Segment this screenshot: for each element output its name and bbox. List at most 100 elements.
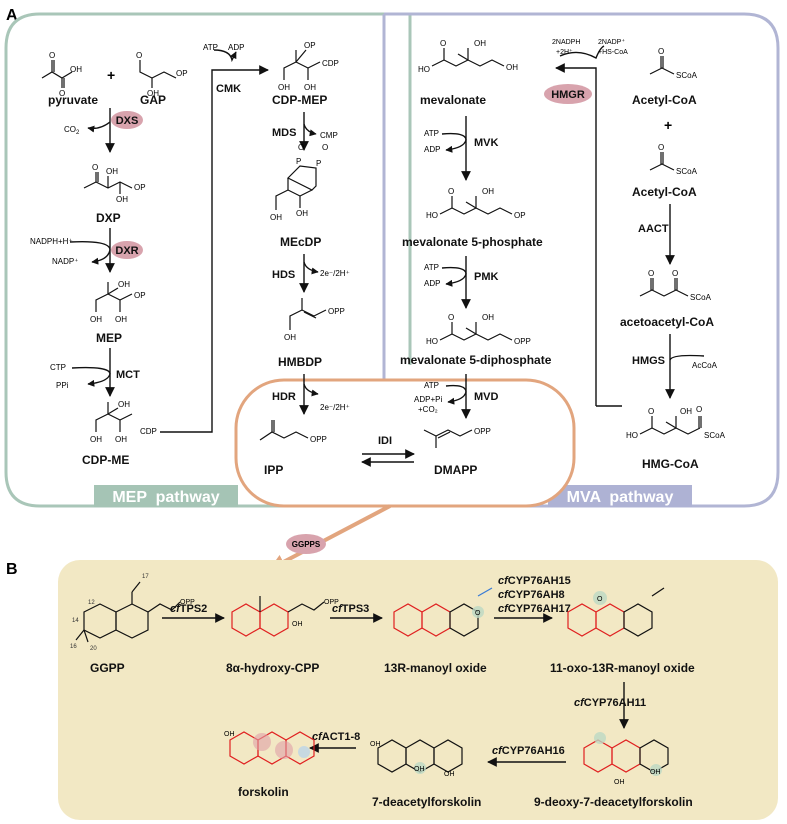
pmk-atp: ATP [424,263,439,272]
dxp-label: DXP [96,211,121,225]
acetoacetyl-structure [639,278,689,297]
deoxy-highlight-2 [650,764,662,776]
acetyl2-o: O [658,143,664,152]
mecdp-oh2: OH [296,209,308,218]
plus-sign: + [107,67,115,83]
cdp-me-label: CDP-ME [82,453,129,467]
mecdp-o1: O [298,143,304,152]
cmk-label: CMK [216,83,241,95]
cdpme-oh2: OH [90,435,102,444]
hmgr-hscoa: +HS-CoA [598,49,628,56]
acetyl1-scoa: SCoA [676,71,698,80]
dxr-oval [111,241,143,259]
mev5p-structure [439,196,513,215]
pmk-label: PMK [474,271,499,283]
idi-label: IDI [378,435,392,447]
mev5pp-opp: OPP [514,337,531,346]
gap-structure [139,60,177,88]
cdpme-oh3: OH [115,435,127,444]
deoxy-oh1: OH [650,769,661,776]
deoxy-label: 9-deoxy-7-deacetylforskolin [534,795,693,809]
dxp-oh2: OH [116,195,128,204]
mev5pp-ho: HO [426,337,438,346]
oxo-manoyl-structure [567,587,665,637]
mvd-label: MVD [474,391,499,403]
mep-label: MEP [96,331,122,345]
hmgcoa-ho: HO [626,431,638,440]
forskolin-oh: OH [224,731,235,738]
hmgcoa-o2: O [696,405,702,414]
mev5p-ho: HO [426,211,438,220]
acetyl1-o: O [658,47,664,56]
mep-oh3: OH [115,315,127,324]
ggpps-oval [286,534,326,554]
ipp-structure [259,420,309,441]
acetoacetyl-label: acetoacetyl-CoA [620,315,714,329]
acetyl-coa-1-structure [649,56,675,75]
ggpp-structure [75,581,181,643]
ppi-label: PPi [56,381,69,390]
ggpp-num-17: 17 [142,574,149,580]
dmapp-opp: OPP [474,427,491,436]
dxp-structure [83,172,133,194]
mev-oh1: OH [474,39,486,48]
mvk-atp: ATP [424,129,439,138]
hmg-coa-label: HMG-CoA [642,457,699,471]
oxo-highlight [593,591,607,605]
acetyl-coa-2-label: Acetyl-CoA [632,185,697,199]
mev-o: O [440,39,446,48]
hmgs-side-arrow [669,354,705,361]
acetyl2-scoa: SCoA [676,167,698,176]
mep-structure [95,282,133,312]
pyruvate-structure [41,60,73,88]
cdpmep-cdp: CDP [322,59,339,68]
hmgr-oval [544,84,592,104]
mct-label: MCT [116,369,140,381]
mev5p-op: OP [514,211,526,220]
mvd-side-arrow [445,384,467,405]
manoyl-highlight-o [472,606,484,618]
hds-e-label: 2e⁻/2H⁺ [320,269,350,278]
hmgr-nadph2: 2NADPH [552,39,580,46]
mevalonate-label: mevalonate [420,93,486,107]
ctp-label: CTP [50,363,66,372]
hmgr-nadph2-h: +2H⁺ [556,48,573,56]
acetoacetyl-o1: O [648,269,654,278]
hydroxy-cpp-structure [231,596,325,637]
hmbdp-structure [289,298,327,330]
accoa-label: AcCoA [692,361,718,370]
oxo-o: O [597,596,603,603]
mep-oh1: OH [118,280,130,289]
hmbdp-label: HMBDP [278,355,322,369]
cpp-label: 8α-hydroxy-CPP [226,661,319,675]
gap-oh: OH [147,89,159,98]
mecdp-p1: P [296,157,301,166]
hmgr-label: HMGR [551,89,585,101]
ggpp-label: GGPP [90,661,125,675]
mva-pathway-label: MVA pathway [567,489,674,506]
mecdp-oh1: OH [270,213,282,222]
forskolin-label: forskolin [238,785,289,799]
deacetyl-label: 7-deacetylforskolin [372,795,481,809]
gap-o: O [136,51,142,60]
cdpmep-oh1: OH [278,83,290,92]
hdr-e-label: 2e⁻/2H⁺ [320,403,350,412]
acetoacetyl-o2: O [672,269,678,278]
mecdp-o2: O [322,143,328,152]
mvk-label: MVK [474,137,499,149]
hmgcoa-scoa: SCoA [704,431,726,440]
mev5pp-o: O [448,313,454,322]
mecdp-label: MEcDP [280,235,321,249]
nadph-in-label: NADPH+H⁺ [30,237,73,246]
cpp-oh: OH [292,621,303,628]
forskolin-highlight-3 [298,746,310,758]
panel-b-label: B [6,561,18,578]
idi-box [234,378,576,508]
hdr-side-arrow [303,383,319,397]
mva-label-box [548,485,692,507]
cmp-side-arrow [303,123,317,137]
cdp-mep-structure [283,49,321,80]
hmg-coa-structure [639,416,702,435]
mep-oh2: OH [90,315,102,324]
hmbdp-oh: OH [284,333,296,342]
